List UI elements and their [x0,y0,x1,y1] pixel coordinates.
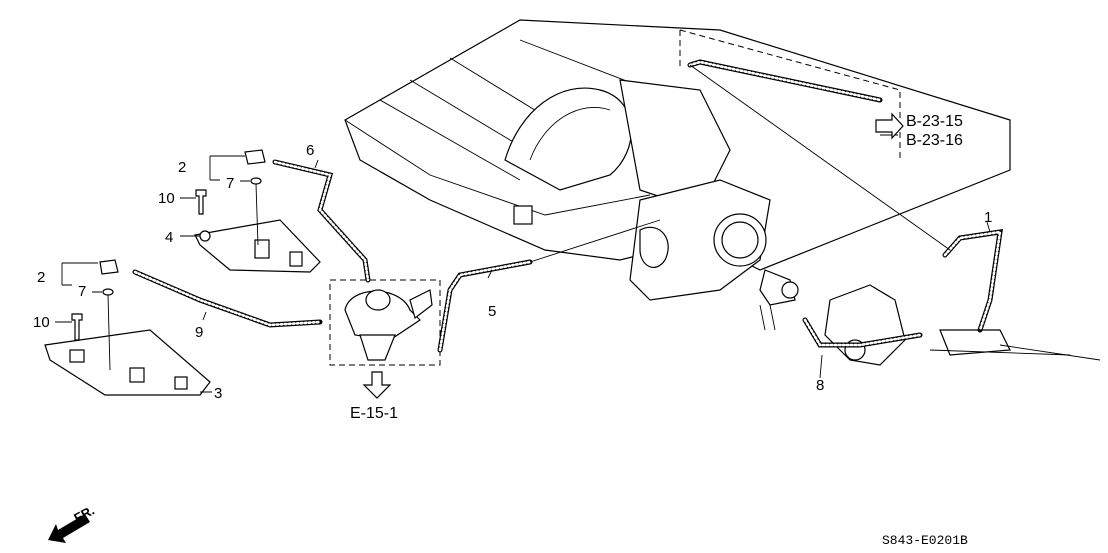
callout-9: 9 [195,324,203,341]
callout-1: 1 [984,209,992,226]
callout-7: 7 [78,283,86,300]
callout-3: 3 [214,385,222,402]
callout-10: 10 [33,314,50,331]
reference-e-15-1[interactable]: E-15-1 [350,405,398,422]
callout-10: 10 [158,190,175,207]
callout-2: 2 [178,159,186,176]
callout-7: 7 [226,175,234,192]
callout-6: 6 [306,142,314,159]
reference-b-23-16[interactable]: B-23-16 [906,132,963,149]
diagram-code: S843-E0201B [882,533,968,548]
ref-arrow-right-icon [875,112,904,140]
hoses [132,59,1003,353]
callout-4: 4 [165,229,173,246]
front-arrow-icon [48,514,90,543]
vacuum-tank [344,289,433,361]
callout-8: 8 [816,377,824,394]
ref-arrow-down-icon [362,371,392,399]
reference-b-23-15[interactable]: B-23-15 [906,113,963,130]
intake-manifold [344,19,1101,366]
hose-holders [44,149,321,396]
callout-5: 5 [488,303,496,320]
leader-lines [55,134,991,393]
callout-2: 2 [37,269,45,286]
